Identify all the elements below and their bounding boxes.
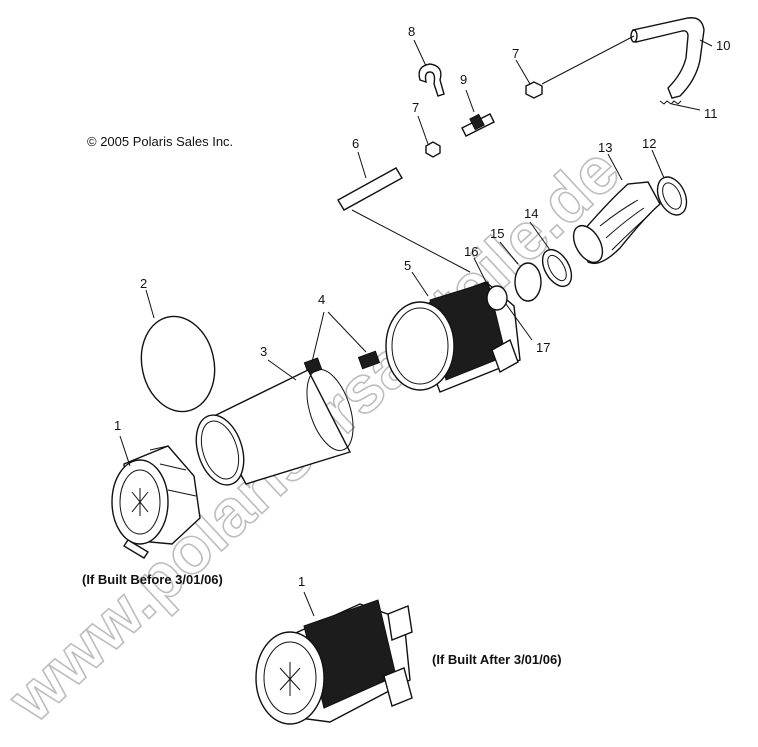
callout-10: 10 <box>716 38 730 53</box>
part-6-tube <box>337 167 471 273</box>
callout-9: 9 <box>460 72 467 87</box>
callout-1-top: 1 <box>114 418 121 433</box>
callout-11: 11 <box>704 106 718 121</box>
callout-4: 4 <box>318 292 325 307</box>
part-14-clamp <box>541 248 573 288</box>
callout-7-left: 7 <box>412 100 419 115</box>
part-9-fitting <box>461 113 495 137</box>
part-7-nut-right <box>525 35 635 99</box>
callout-3: 3 <box>260 344 267 359</box>
part-10-elbow-hose <box>630 17 705 99</box>
part-1-cover-before <box>111 445 201 559</box>
part-12-clamp <box>656 176 688 216</box>
copyright-text: © 2005 Polaris Sales Inc. <box>87 134 233 149</box>
callout-17: 17 <box>536 340 550 355</box>
part-1-assembly-after <box>255 599 413 725</box>
callout-8: 8 <box>408 24 415 39</box>
callout-13: 13 <box>598 140 612 155</box>
part-13-intake-hose <box>572 181 661 265</box>
part-5-housing <box>385 281 521 393</box>
part-8-p-clip <box>418 63 445 97</box>
part-2-gasket <box>140 315 216 413</box>
callout-12: 12 <box>642 136 656 151</box>
part-3-filter <box>195 369 354 486</box>
callout-14: 14 <box>524 206 538 221</box>
part-15-gasket <box>514 262 542 302</box>
callout-15: 15 <box>490 226 504 241</box>
callout-2: 2 <box>140 276 147 291</box>
callout-16: 16 <box>464 244 478 259</box>
callout-labels: 8 7 9 7 6 10 11 13 12 14 15 16 5 17 4 3 … <box>114 24 730 589</box>
note-built-before: (If Built Before 3/01/06) <box>82 572 223 587</box>
note-built-after: (If Built After 3/01/06) <box>432 652 562 667</box>
leader-lines <box>119 39 713 617</box>
callout-6: 6 <box>352 136 359 151</box>
callout-7-right: 7 <box>512 46 519 61</box>
part-11-clamp <box>659 100 682 105</box>
callout-1-bottom: 1 <box>298 574 305 589</box>
callout-5: 5 <box>404 258 411 273</box>
part-7-nut-left <box>425 141 441 158</box>
